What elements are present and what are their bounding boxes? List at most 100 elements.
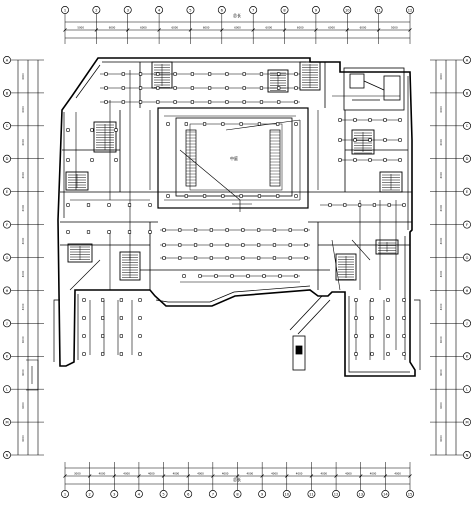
ceiling-light-fixture bbox=[202, 194, 207, 198]
top-axis-bubble-label: 5 bbox=[189, 8, 191, 12]
top-dimension-value: 6000 bbox=[266, 26, 273, 30]
ceiling-light-fixture bbox=[386, 298, 390, 302]
top-axis-bubble-label: 2 bbox=[95, 8, 97, 12]
right-axis-bubble-label: M bbox=[465, 420, 468, 424]
ceiling-light-fixture bbox=[370, 298, 374, 302]
left-axis-bubble-label: F bbox=[6, 223, 8, 227]
ceiling-light-fixture bbox=[156, 72, 160, 76]
ceiling-light-fixture bbox=[277, 86, 281, 90]
top-axis-bubble: 11 bbox=[374, 6, 383, 14]
ceiling-light-fixture bbox=[353, 138, 357, 142]
right-axis-bubble: N bbox=[463, 451, 471, 459]
right-axis-bubble-label: N bbox=[466, 453, 469, 457]
top-dimension-value: 6000 bbox=[297, 26, 304, 30]
left-dimension-value: 4000 bbox=[21, 237, 25, 244]
central-atrium: 中庭 bbox=[157, 107, 309, 209]
ceiling-light-fixture bbox=[386, 334, 390, 338]
ceiling-light-fixture bbox=[402, 316, 406, 320]
bottom-axis-bubble: 10 bbox=[282, 490, 291, 498]
stair-core bbox=[67, 243, 93, 263]
ceiling-light-fixture bbox=[209, 228, 213, 232]
ceiling-light-fixture bbox=[209, 243, 213, 247]
ceiling-light-fixture bbox=[225, 100, 229, 104]
left-axis-bubble: K bbox=[3, 352, 11, 361]
room-partitions bbox=[60, 62, 412, 290]
ceiling-light-fixture bbox=[398, 158, 402, 162]
top-axis-bubble: 2 bbox=[92, 6, 101, 14]
bottom-dimension-value: 4000 bbox=[173, 472, 180, 476]
top-axis-bubble: 1 bbox=[61, 6, 69, 14]
ceiling-light-fixture bbox=[370, 352, 374, 356]
bottom-dimension-value: 4000 bbox=[148, 472, 155, 476]
ceiling-light-fixture bbox=[221, 122, 225, 126]
ceiling-light-fixture bbox=[193, 256, 198, 260]
left-axis-bubble: F bbox=[3, 220, 11, 229]
ceiling-light-fixture bbox=[138, 334, 142, 338]
ceiling-light-fixture bbox=[182, 274, 186, 278]
bottom-axis-bubble: 7 bbox=[208, 490, 217, 498]
ceiling-light-fixture bbox=[294, 86, 298, 90]
left-axis-bubble: N bbox=[3, 451, 11, 459]
ceiling-light-fixture bbox=[225, 86, 229, 90]
top-axis-bubble: 4 bbox=[155, 6, 164, 14]
ceiling-light-fixture bbox=[288, 228, 292, 232]
top-axis-bubble-label: 11 bbox=[376, 8, 381, 12]
ceiling-light-fixture bbox=[82, 298, 86, 302]
ceiling-light-fixture bbox=[178, 256, 182, 260]
right-axis-bubble: M bbox=[463, 418, 471, 427]
left-axis-bubble-label: C bbox=[6, 124, 9, 128]
ceiling-light-fixture bbox=[184, 194, 188, 198]
building-outer-wall bbox=[57, 57, 416, 377]
top-dimension-value: 6000 bbox=[171, 26, 178, 30]
ceiling-light-fixture bbox=[272, 243, 277, 247]
ceiling-light-fixture bbox=[272, 256, 277, 260]
ceiling-light-fixture bbox=[190, 86, 194, 90]
right-dimension-value: 4000 bbox=[439, 204, 443, 211]
ceiling-light-fixture bbox=[277, 100, 281, 104]
top-axis-bubble-label: 1 bbox=[64, 8, 66, 12]
right-axis-bubble: F bbox=[463, 220, 471, 229]
top-axis-bubble-label: 12 bbox=[408, 8, 413, 12]
top-dimension-value: 6000 bbox=[109, 26, 116, 30]
left-dimension-value: 4000 bbox=[21, 172, 25, 179]
ceiling-light-fixture bbox=[193, 243, 198, 247]
left-dimension-value: 4000 bbox=[21, 303, 25, 310]
ceiling-light-fixture bbox=[178, 243, 182, 247]
ceiling-light-fixture bbox=[370, 334, 374, 338]
ceiling-light-fixture bbox=[156, 100, 160, 104]
right-axis-bubble-label: C bbox=[466, 124, 469, 128]
right-axis-bubble: E bbox=[463, 187, 471, 196]
ceiling-light-fixture bbox=[148, 230, 152, 234]
ceiling-light-fixture bbox=[107, 203, 111, 207]
top-axis-bubble: 7 bbox=[249, 6, 258, 14]
atrium-label: 中庭 bbox=[230, 155, 238, 161]
ceiling-light-fixture bbox=[241, 243, 245, 247]
ceiling-light-fixture bbox=[104, 100, 108, 104]
stair-cores bbox=[65, 61, 403, 281]
ceiling-light-fixture bbox=[241, 256, 245, 260]
ceiling-light-fixture bbox=[353, 158, 357, 162]
ceiling-light-fixture bbox=[294, 100, 298, 104]
ceiling-light-fixture bbox=[66, 128, 70, 132]
top-axis-bubble: 9 bbox=[311, 6, 320, 14]
bottom-axis-bubble: 12 bbox=[332, 490, 341, 498]
escalator bbox=[269, 129, 281, 187]
bottom-axis-bubble-label: 11 bbox=[309, 492, 314, 496]
ceiling-light-fixture bbox=[338, 158, 342, 162]
ceiling-light-fixture bbox=[259, 72, 264, 76]
left-dimension-value: 4000 bbox=[21, 402, 25, 409]
ceiling-light-fixture bbox=[387, 203, 391, 207]
bottom-dimension-value: 4000 bbox=[345, 472, 352, 476]
ceiling-light-fixture bbox=[104, 72, 108, 76]
ceiling-light-fixture bbox=[242, 72, 246, 76]
bottom-dimension-value: 4000 bbox=[271, 472, 278, 476]
right-axis-bubble-label: H bbox=[466, 289, 469, 293]
ceiling-light-fixture bbox=[162, 243, 166, 247]
ceiling-light-fixture bbox=[121, 100, 125, 104]
ceiling-light-fixture bbox=[383, 158, 387, 162]
ceiling-light-fixture bbox=[338, 138, 342, 142]
bottom-axis-bubble: 11 bbox=[307, 490, 316, 498]
bottom-axis-bubble-label: 8 bbox=[236, 492, 239, 496]
ceiling-light-fixture bbox=[259, 86, 264, 90]
